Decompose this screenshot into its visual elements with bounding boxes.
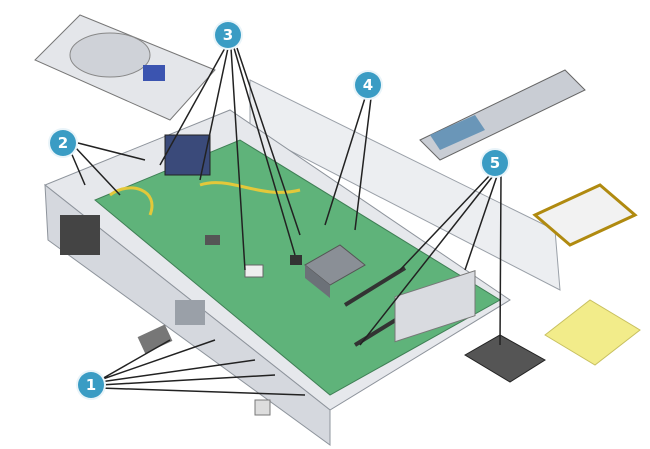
rear-connectors	[60, 215, 100, 255]
loose-connector	[137, 324, 173, 354]
leader-lines	[69, 47, 502, 396]
chip	[244, 264, 264, 278]
callout-badge-3: 3	[215, 22, 241, 48]
pc-card	[532, 183, 638, 247]
callout-badge-5: 5	[482, 150, 508, 176]
callout-badge-1: 1	[78, 372, 104, 398]
heat-sink-side	[305, 265, 330, 298]
card-reader	[464, 334, 546, 383]
card-cage	[394, 270, 476, 343]
callout-badge-2: 2	[50, 130, 76, 156]
hdd-platter	[69, 32, 151, 78]
hdd-label	[143, 65, 165, 81]
remote-keypad	[430, 115, 485, 150]
rear-connectors	[175, 300, 205, 325]
memory-slot	[343, 266, 407, 307]
chip	[290, 255, 302, 265]
loose-connector	[254, 399, 271, 416]
fan	[164, 134, 211, 176]
chip	[205, 235, 220, 245]
leader-2	[69, 142, 146, 196]
leader-3	[159, 47, 301, 271]
smart-card	[544, 299, 641, 366]
callout-badge-4: 4	[355, 72, 381, 98]
leader-4	[324, 97, 372, 231]
chassis-front-panel	[249, 79, 561, 291]
leader-5	[359, 174, 502, 346]
leader-1	[99, 339, 306, 396]
